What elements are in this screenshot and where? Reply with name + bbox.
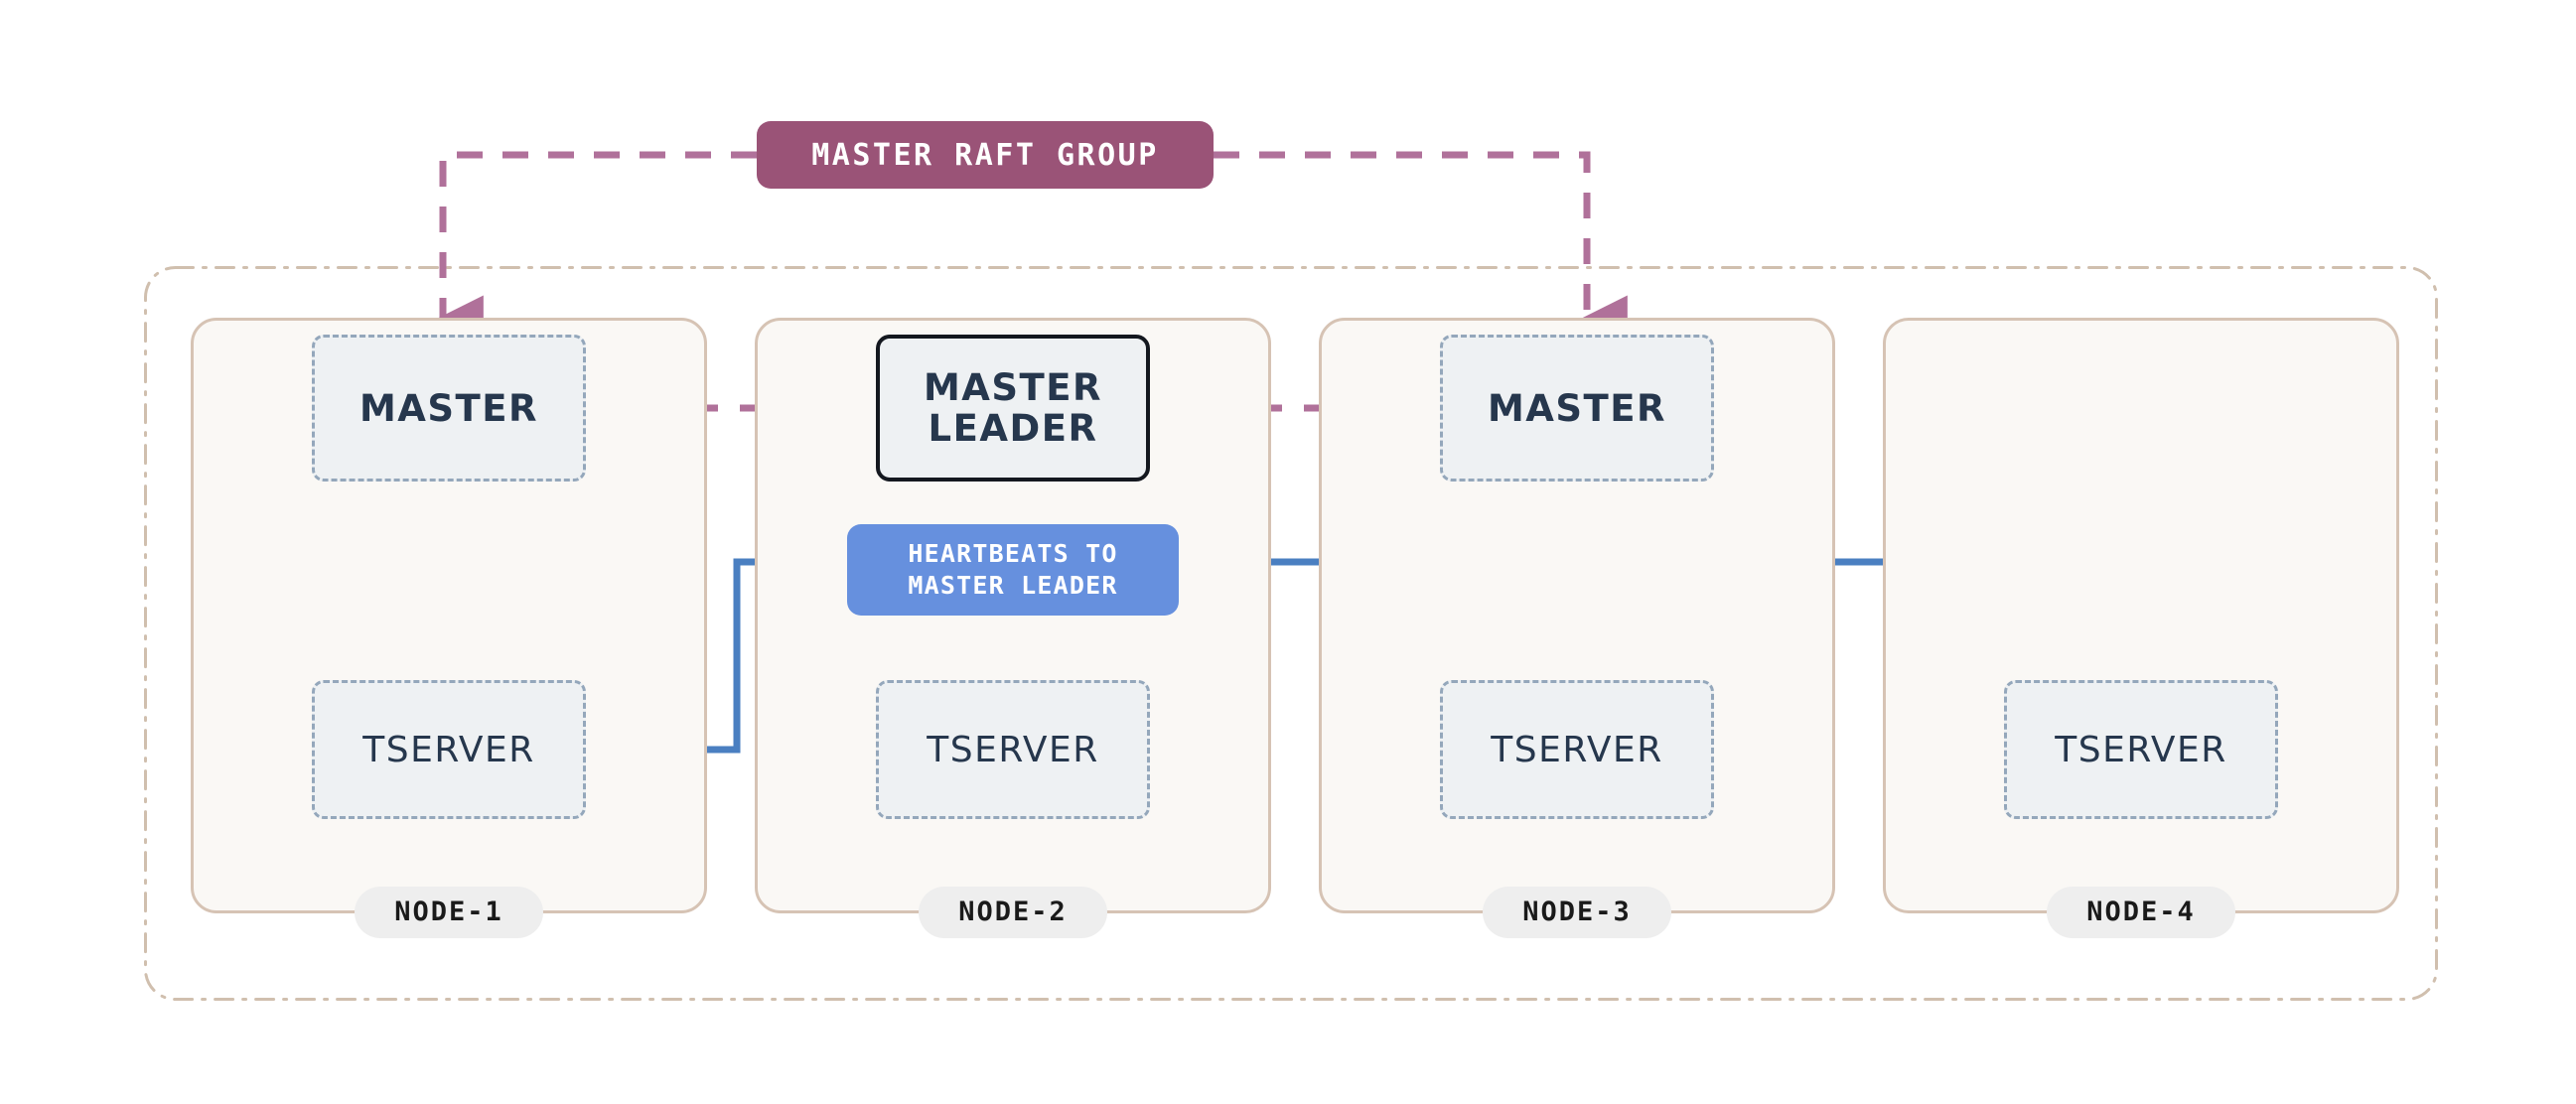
node-label-4: NODE-4 [2047,887,2235,938]
tserver-box-node-4[interactable]: TSERVER [2004,680,2278,819]
node-container-4[interactable] [1883,318,2399,913]
master-leader-box-node-2[interactable]: MASTER LEADER [876,335,1150,482]
master-leader-label-line-2: LEADER [928,407,1098,450]
node-label-2: NODE-2 [919,887,1107,938]
raft-link-left [434,151,757,345]
master-leader-label-line-1: MASTER [923,365,1103,409]
master-box-node-1[interactable]: MASTER [312,335,586,482]
node-label-3: NODE-3 [1483,887,1671,938]
tserver-box-node-1[interactable]: TSERVER [312,680,586,819]
heartbeats-label-line-2: MASTER LEADER [908,571,1118,600]
heartbeats-label: HEARTBEATS TO MASTER LEADER [847,524,1179,616]
node-label-1: NODE-1 [355,887,543,938]
master-box-node-3[interactable]: MASTER [1440,335,1714,482]
heartbeats-label-line-1: HEARTBEATS TO [908,538,1118,568]
tserver-box-node-2[interactable]: TSERVER [876,680,1150,819]
raft-link-right [1214,151,1628,345]
master-raft-group-label: MASTER RAFT GROUP [757,121,1214,189]
tserver-box-node-3[interactable]: TSERVER [1440,680,1714,819]
